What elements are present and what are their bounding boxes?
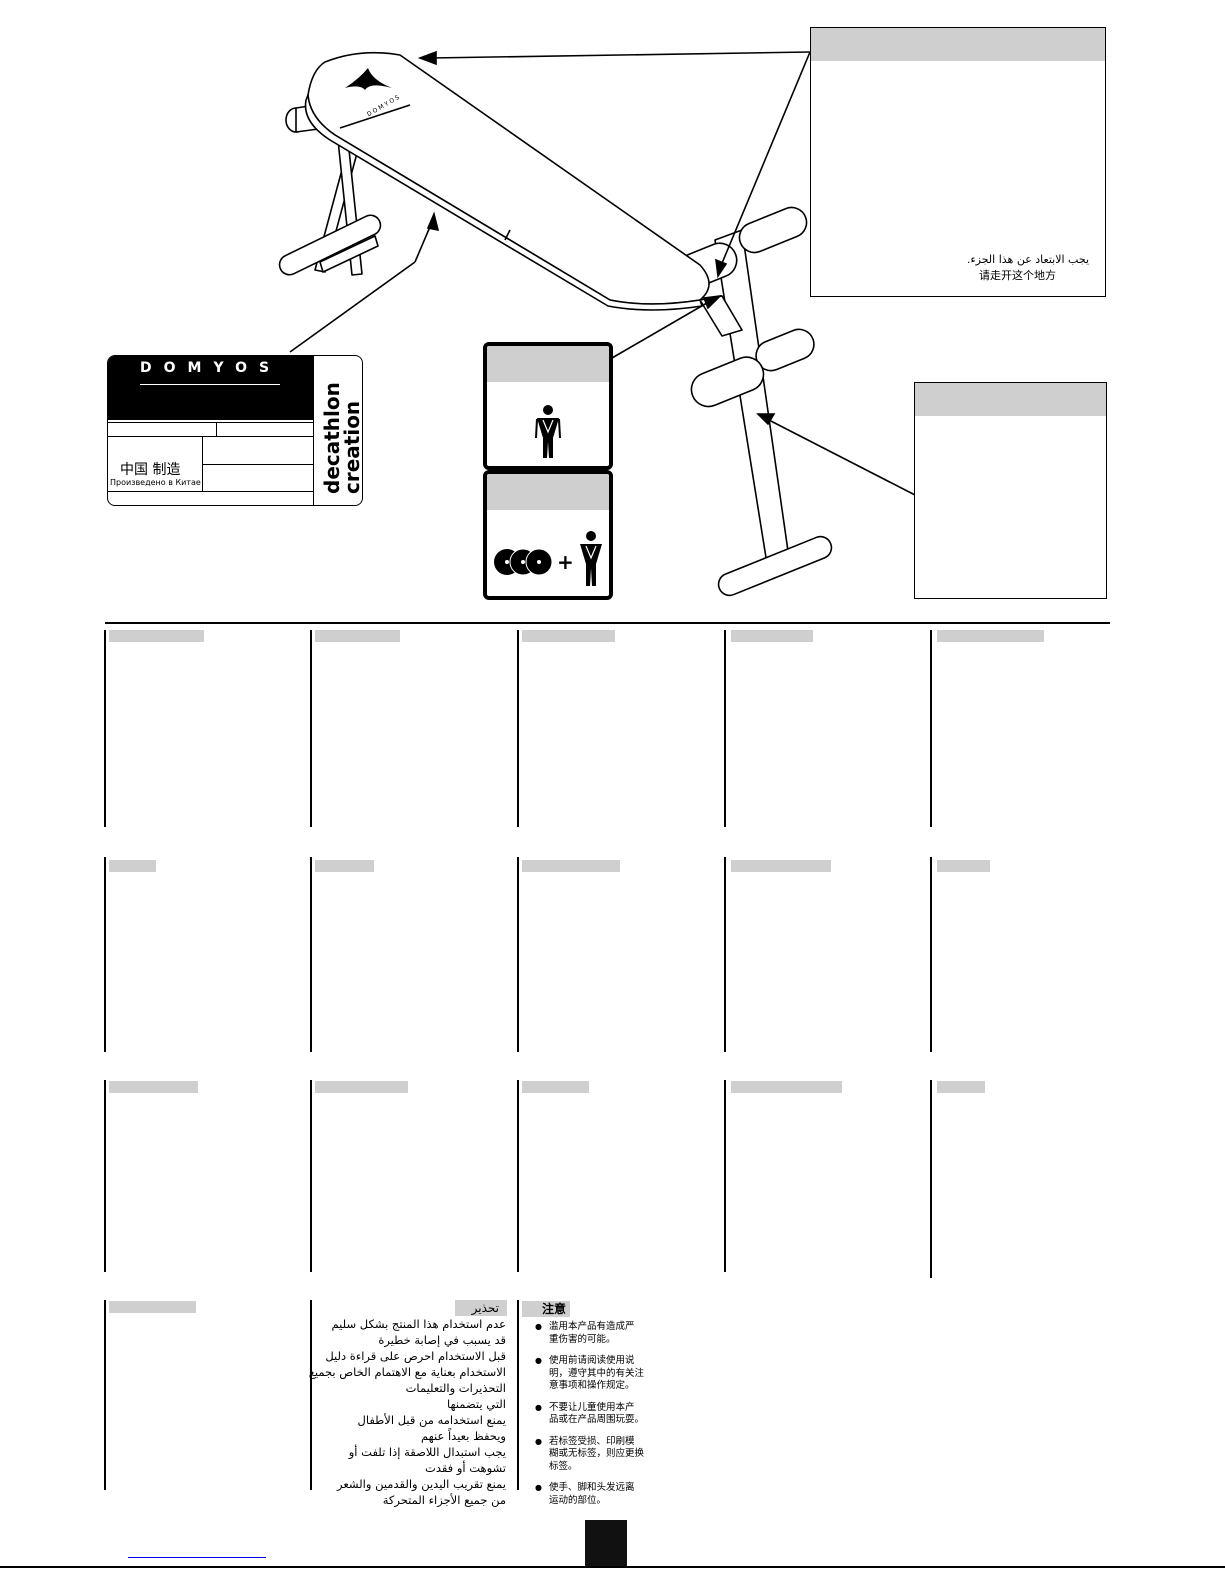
language-tab [109, 860, 156, 872]
arabic-warning-line: يمنع تقريب اليدين والقدمين والشعر [337, 1477, 506, 1491]
language-tab [109, 1081, 198, 1093]
arabic-warning-line: يجب استبدال اللاصقة إذا تلفت أو [348, 1445, 506, 1459]
arabic-warning-line: قد يسبب في إصابة خطيرة [378, 1333, 506, 1347]
chinese-warning-item: 使手、脚和头发远离 运动的部位。 [535, 1482, 675, 1507]
chinese-warning-item: 若标签受损、印刷模 糊或无标签，则应更换 标签。 [535, 1436, 675, 1474]
arabic-warning-line: من جميع الأجزاء المتحركة [382, 1493, 506, 1507]
language-tab [315, 1081, 408, 1093]
weights-plus-person-icon: + [494, 531, 602, 586]
brand-underline [140, 384, 280, 385]
chinese-warning-line: 标签。 [549, 1460, 578, 1472]
chinese-warning-line: 运动的部位。 [549, 1494, 607, 1506]
label-col-line [216, 422, 217, 436]
label-col-line [202, 436, 203, 491]
language-tab [731, 860, 831, 872]
arabic-warning-list: عدم استخدام هذا المنتج بشكل سليم قد يسبب… [308, 1316, 506, 1508]
arabic-warning-line: يمنع استخدامه من قبل الأطفال [357, 1413, 506, 1427]
callout-frame [914, 382, 1107, 599]
column-rule [104, 1080, 106, 1272]
blue-link-underline [128, 1557, 266, 1558]
language-tab [731, 630, 813, 642]
chinese-warning-line: 使用前请阅读使用说 [549, 1355, 635, 1366]
column-rule [724, 630, 726, 827]
section-divider [105, 622, 1110, 624]
column-rule [104, 857, 106, 1052]
callout-header [811, 28, 1105, 61]
language-tab [522, 860, 620, 872]
chinese-warning-line: 重伤害的可能。 [549, 1333, 616, 1345]
made-in-china-ru: Произведено в Китае [110, 478, 201, 487]
max-weight-user-box [483, 342, 613, 470]
chinese-warning-line: 若标签受损、印刷模 [549, 1435, 635, 1447]
column-rule [724, 1080, 726, 1272]
chinese-warning-list: 滥用本产品有造成严 重伤害的可能。 使用前请阅读使用说 明，遵守其中的有关注 意… [535, 1321, 675, 1516]
chinese-warning-line: 糊或无标签，则应更换 [549, 1448, 645, 1459]
language-tab [522, 1081, 589, 1093]
language-tab [109, 1301, 196, 1313]
label-row-line [108, 422, 313, 423]
arabic-warning-line: قبل الاستخدام احرص على قراءة دليل [325, 1349, 506, 1363]
column-rule [310, 630, 312, 827]
chinese-warning-line: 使手、脚和头发远离 [549, 1482, 635, 1493]
max-weight-total-box: + [483, 470, 613, 600]
arabic-warning-heading: تحذير [455, 1300, 507, 1316]
label-col-line [313, 356, 314, 505]
warning-callout-top: يجب الابتعاد عن هذا الجزء. 请走开这个地方 [810, 27, 1106, 297]
column-rule [930, 630, 932, 827]
person-icon [535, 405, 561, 458]
chinese-warning-item: 滥用本产品有造成严 重伤害的可能。 [535, 1321, 675, 1346]
column-rule [310, 1300, 312, 1490]
column-rule [517, 1300, 519, 1490]
column-rule [517, 630, 519, 827]
column-rule [517, 1080, 519, 1272]
label-row-line [108, 436, 313, 437]
language-tab [315, 630, 400, 642]
label-row-line [108, 491, 313, 492]
svg-text:+: + [557, 550, 574, 574]
made-in-china-zh: 中国 制造 [120, 462, 181, 478]
column-rule [724, 857, 726, 1052]
column-rule [310, 1080, 312, 1272]
language-tab [109, 630, 204, 642]
language-tab [731, 1081, 842, 1093]
arabic-warning-line: عدم استخدام هذا المنتج بشكل سليم [331, 1317, 506, 1331]
product-label: DOMYOS 中国 制造 Произведено в Китае decathl… [107, 355, 363, 506]
decathlon-creation-logo: decathlon creation [320, 382, 363, 494]
chinese-warning-line: 明，遵守其中的有关注 [549, 1367, 645, 1379]
column-rule [517, 857, 519, 1052]
column-rule [930, 857, 932, 1052]
chinese-warning-heading: 注意 [522, 1301, 570, 1317]
arabic-warning-line: ويحفظ بعيداً عنهم [421, 1429, 506, 1443]
bench-illustration: D O M Y O S [278, 50, 916, 597]
column-rule [930, 1080, 932, 1278]
label-black-band [108, 356, 313, 420]
warning-chinese-text: 请走开这个地方 [979, 269, 1056, 282]
chinese-warning-item: 不要让儿童使用本产 品或在产品周围玩耍。 [535, 1402, 675, 1427]
language-tab [937, 860, 990, 872]
chinese-warning-line: 滥用本产品有造成严 [549, 1321, 635, 1332]
language-tab [937, 1081, 985, 1093]
page-number-block [585, 1520, 627, 1568]
column-rule [104, 1300, 106, 1490]
column-rule [310, 857, 312, 1052]
warning-arabic-text: يجب الابتعاد عن هذا الجزء. [966, 253, 1089, 266]
callout-header [915, 383, 1106, 416]
bottom-rule [0, 1566, 1225, 1568]
chinese-warning-line: 品或在产品周围玩耍。 [549, 1414, 645, 1425]
label-row-line [202, 464, 313, 465]
language-tab [522, 630, 615, 642]
chinese-warning-line: 意事项和操作规定。 [549, 1380, 635, 1391]
language-tab [315, 860, 374, 872]
icon-box-header [487, 474, 609, 510]
chinese-warning-line: 不要让儿童使用本产 [549, 1401, 635, 1413]
arabic-warning-line: التحذيرات والتعليمات [405, 1381, 506, 1395]
arabic-warning-line: تشوهت أو فقدت [425, 1461, 506, 1475]
language-tab [937, 630, 1044, 642]
brand-logo: DOMYOS [140, 360, 282, 376]
arabic-warning-line: التي يتضمنها [447, 1397, 506, 1411]
column-rule [104, 630, 106, 827]
arabic-warning-line: الاستخدام بعناية مع الاهتمام الخاص بجميع [308, 1365, 506, 1379]
chinese-warning-item: 使用前请阅读使用说 明，遵守其中的有关注 意事项和操作规定。 [535, 1355, 675, 1393]
icon-box-header [487, 346, 609, 382]
